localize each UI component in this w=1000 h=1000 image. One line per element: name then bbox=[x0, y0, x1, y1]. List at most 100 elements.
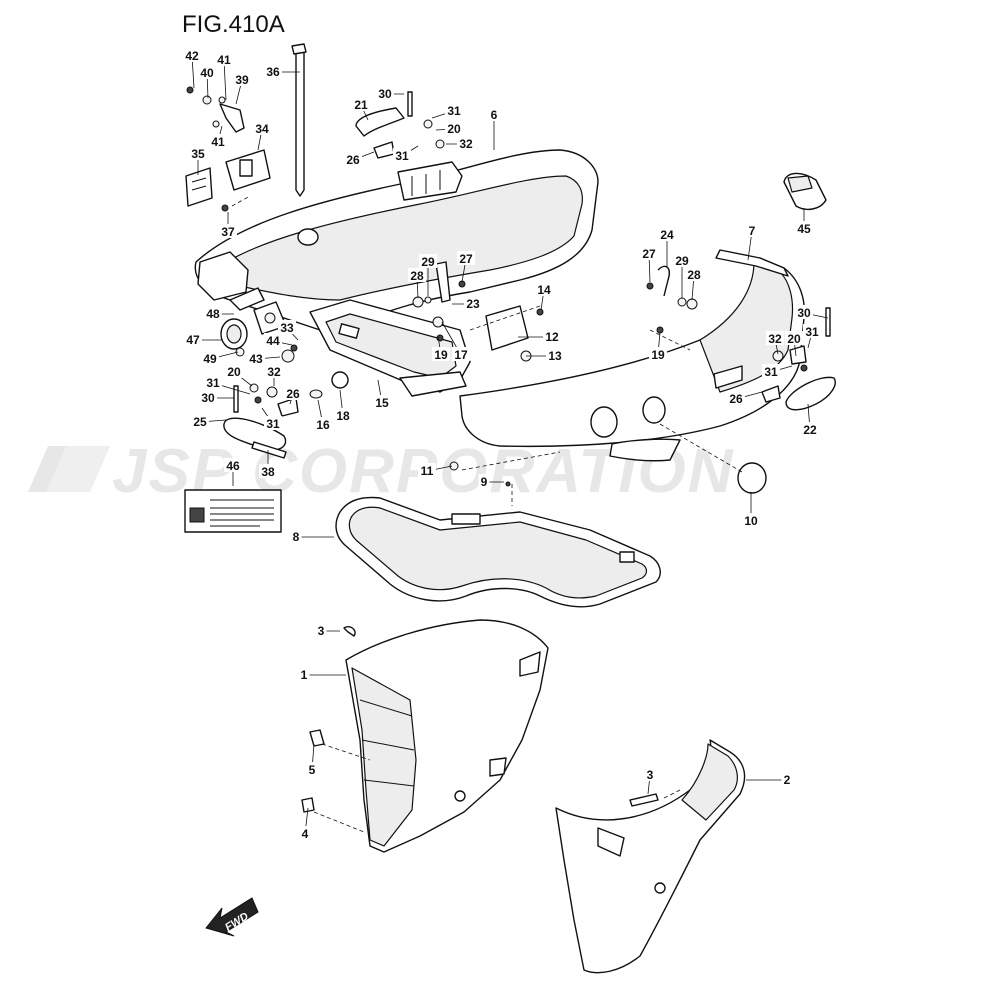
callout-background bbox=[535, 282, 553, 296]
callout-c30a: 30 bbox=[376, 86, 404, 101]
part-number-label: 41 bbox=[211, 135, 225, 149]
upper-side-cover-part-6 bbox=[194, 149, 599, 331]
callout-c30c: 30 bbox=[795, 305, 829, 320]
callout-c30b: 30 bbox=[199, 390, 234, 405]
callout-c9: 9 bbox=[478, 474, 504, 489]
part-number-label: 31 bbox=[266, 417, 280, 431]
lower-cover-part-1 bbox=[345, 619, 549, 853]
part-number-label: 28 bbox=[687, 268, 701, 282]
callout-c41a: 41 bbox=[215, 52, 233, 101]
callout-background bbox=[265, 364, 283, 378]
callout-c31c: 31 bbox=[204, 375, 251, 395]
part-number-label: 47 bbox=[186, 333, 200, 347]
part-number-label: 29 bbox=[421, 255, 435, 269]
callout-background bbox=[673, 253, 691, 267]
part-number-label: 26 bbox=[346, 153, 360, 167]
callout-c15: 15 bbox=[373, 379, 391, 410]
warning-label-part-46 bbox=[184, 489, 282, 533]
callout-background bbox=[640, 246, 658, 260]
callout-c20a: 20 bbox=[435, 121, 463, 136]
callout-background bbox=[183, 48, 201, 62]
callout-c32b: 32 bbox=[265, 364, 283, 386]
callout-background bbox=[253, 121, 271, 135]
seal-part-8 bbox=[335, 496, 661, 608]
part-number-label: 14 bbox=[537, 283, 551, 297]
part-number-label: 2 bbox=[784, 773, 791, 787]
callout-c2: 2 bbox=[746, 772, 793, 787]
part-number-label: 42 bbox=[185, 49, 199, 63]
part-number-label: 38 bbox=[261, 465, 275, 479]
callout-c26a: 26 bbox=[344, 151, 375, 167]
part-number-label: 26 bbox=[729, 392, 743, 406]
callout-background bbox=[204, 375, 222, 389]
callout-c8: 8 bbox=[290, 529, 334, 544]
callout-c31f: 31 bbox=[261, 407, 282, 431]
callout-c17: 17 bbox=[441, 321, 470, 362]
callout-c12: 12 bbox=[518, 329, 561, 344]
callout-c32c: 32 bbox=[766, 331, 784, 355]
callout-c5: 5 bbox=[306, 743, 318, 777]
callout-c27a: 27 bbox=[457, 251, 475, 283]
part-number-label: 22 bbox=[803, 423, 817, 437]
callout-background bbox=[247, 351, 265, 365]
part-number-label: 39 bbox=[235, 73, 249, 87]
callout-background bbox=[199, 390, 217, 404]
part-number-label: 28 bbox=[410, 269, 424, 283]
callout-background bbox=[189, 146, 207, 160]
callout-c32a: 32 bbox=[446, 136, 475, 151]
callout-c10: 10 bbox=[742, 492, 760, 528]
part-number-label: 45 bbox=[797, 222, 811, 236]
part-number-label: 30 bbox=[378, 87, 392, 101]
callout-background bbox=[373, 395, 391, 409]
callout-c6: 6 bbox=[488, 107, 500, 150]
callout-background bbox=[785, 331, 803, 345]
callout-background bbox=[418, 463, 436, 477]
callout-background bbox=[649, 347, 667, 361]
part-number-label: 35 bbox=[191, 147, 205, 161]
part-number-label: 32 bbox=[267, 365, 281, 379]
callout-c49: 49 bbox=[201, 351, 239, 366]
part-number-label: 43 bbox=[249, 352, 263, 366]
callout-background bbox=[298, 667, 310, 681]
callout-background bbox=[334, 408, 352, 422]
callout-background bbox=[215, 52, 233, 66]
callout-c31b: 31 bbox=[393, 145, 419, 163]
figure-title: FIG.410A bbox=[182, 11, 285, 38]
callout-background bbox=[278, 320, 296, 334]
part-number-label: 31 bbox=[764, 365, 778, 379]
callout-background bbox=[644, 767, 656, 781]
callout-c41b: 41 bbox=[209, 125, 227, 149]
part-number-label: 18 bbox=[336, 409, 350, 423]
callout-background bbox=[233, 72, 251, 86]
callout-background bbox=[315, 623, 327, 637]
callout-background bbox=[464, 296, 482, 310]
callout-c46: 46 bbox=[224, 458, 242, 486]
callout-c14: 14 bbox=[535, 282, 553, 311]
part-number-label: 27 bbox=[459, 252, 473, 266]
callout-background bbox=[219, 224, 237, 238]
callout-background bbox=[314, 417, 332, 431]
callout-c31e: 31 bbox=[762, 364, 793, 379]
part-number-label: 20 bbox=[787, 332, 801, 346]
callout-c28a: 28 bbox=[408, 268, 426, 299]
part-number-label: 8 bbox=[293, 530, 300, 544]
callout-background bbox=[452, 347, 470, 361]
callout-background bbox=[795, 305, 813, 319]
callout-background bbox=[225, 364, 243, 378]
callout-c25: 25 bbox=[191, 414, 227, 429]
callout-background bbox=[376, 86, 394, 100]
callout-background bbox=[762, 364, 780, 378]
callout-c16: 16 bbox=[314, 399, 332, 432]
callout-background bbox=[198, 65, 216, 79]
callout-background bbox=[264, 333, 282, 347]
part-number-label: 13 bbox=[548, 349, 562, 363]
callout-background bbox=[445, 121, 463, 135]
callout-background bbox=[685, 267, 703, 281]
part-number-label: 1 bbox=[301, 668, 308, 682]
part-number-label: 29 bbox=[675, 254, 689, 268]
callout-background bbox=[766, 331, 784, 345]
callout-c28b: 28 bbox=[685, 267, 703, 301]
part-number-label: 19 bbox=[651, 348, 665, 362]
part-number-label: 21 bbox=[354, 98, 368, 112]
callout-background bbox=[478, 474, 490, 488]
